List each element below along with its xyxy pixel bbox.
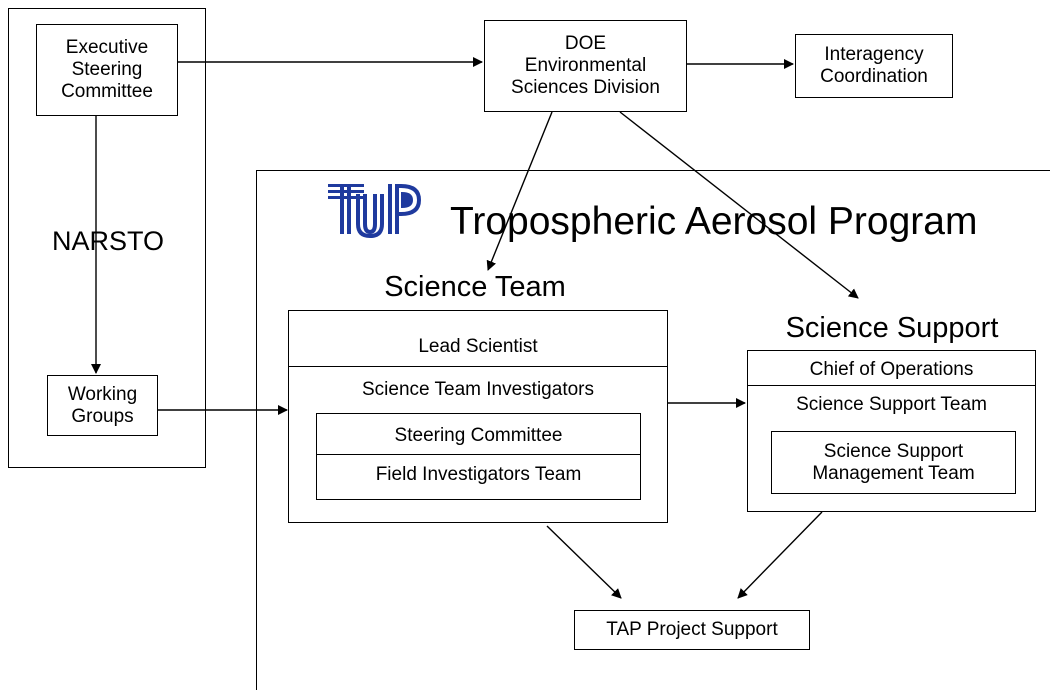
lead-scientist-label: Lead Scientist — [418, 336, 538, 357]
science-support-management-label: Science Support Management Team — [812, 440, 975, 484]
doe-label: DOE Environmental Sciences Division — [511, 33, 660, 98]
tap-logo-icon — [328, 184, 421, 238]
tap-title: Tropospheric Aerosol Program — [450, 200, 978, 243]
narsto-frame — [8, 8, 206, 468]
working-groups-box: Working Groups — [47, 375, 158, 436]
inner-divider — [317, 454, 640, 455]
science-support-divider — [748, 385, 1035, 386]
field-investigators-label: Field Investigators Team — [375, 464, 582, 485]
tap-project-support-box: TAP Project Support — [574, 610, 810, 650]
science-support-team-label: Science Support Team — [796, 394, 987, 415]
science-team-heading: Science Team — [384, 271, 566, 303]
executive-steering-committee-label: Executive Steering Committee — [61, 37, 153, 102]
science-team-investigators-label: Science Team Investigators — [362, 379, 594, 400]
steering-committee-label: Steering Committee — [394, 425, 563, 446]
interagency-coordination-label: Interagency Coordination — [820, 44, 928, 87]
science-support-heading: Science Support — [785, 312, 999, 344]
science-team-box: Lead Scientist Science Team Investigator… — [288, 310, 668, 523]
science-team-divider — [289, 366, 667, 367]
science-support-box: Chief of Operations Science Support Team… — [747, 350, 1036, 512]
working-groups-label: Working Groups — [67, 383, 138, 427]
science-support-management-box: Science Support Management Team — [771, 431, 1016, 494]
interagency-coordination-box: Interagency Coordination — [795, 34, 953, 98]
executive-steering-committee-box: Executive Steering Committee — [36, 24, 178, 116]
doe-box: DOE Environmental Sciences Division — [484, 20, 687, 112]
tap-project-support-label: TAP Project Support — [606, 619, 778, 640]
chief-of-operations-label: Chief of Operations — [809, 359, 974, 380]
narsto-label: NARSTO — [51, 226, 165, 256]
science-team-inner-box: Steering Committee Field Investigators T… — [316, 413, 641, 500]
